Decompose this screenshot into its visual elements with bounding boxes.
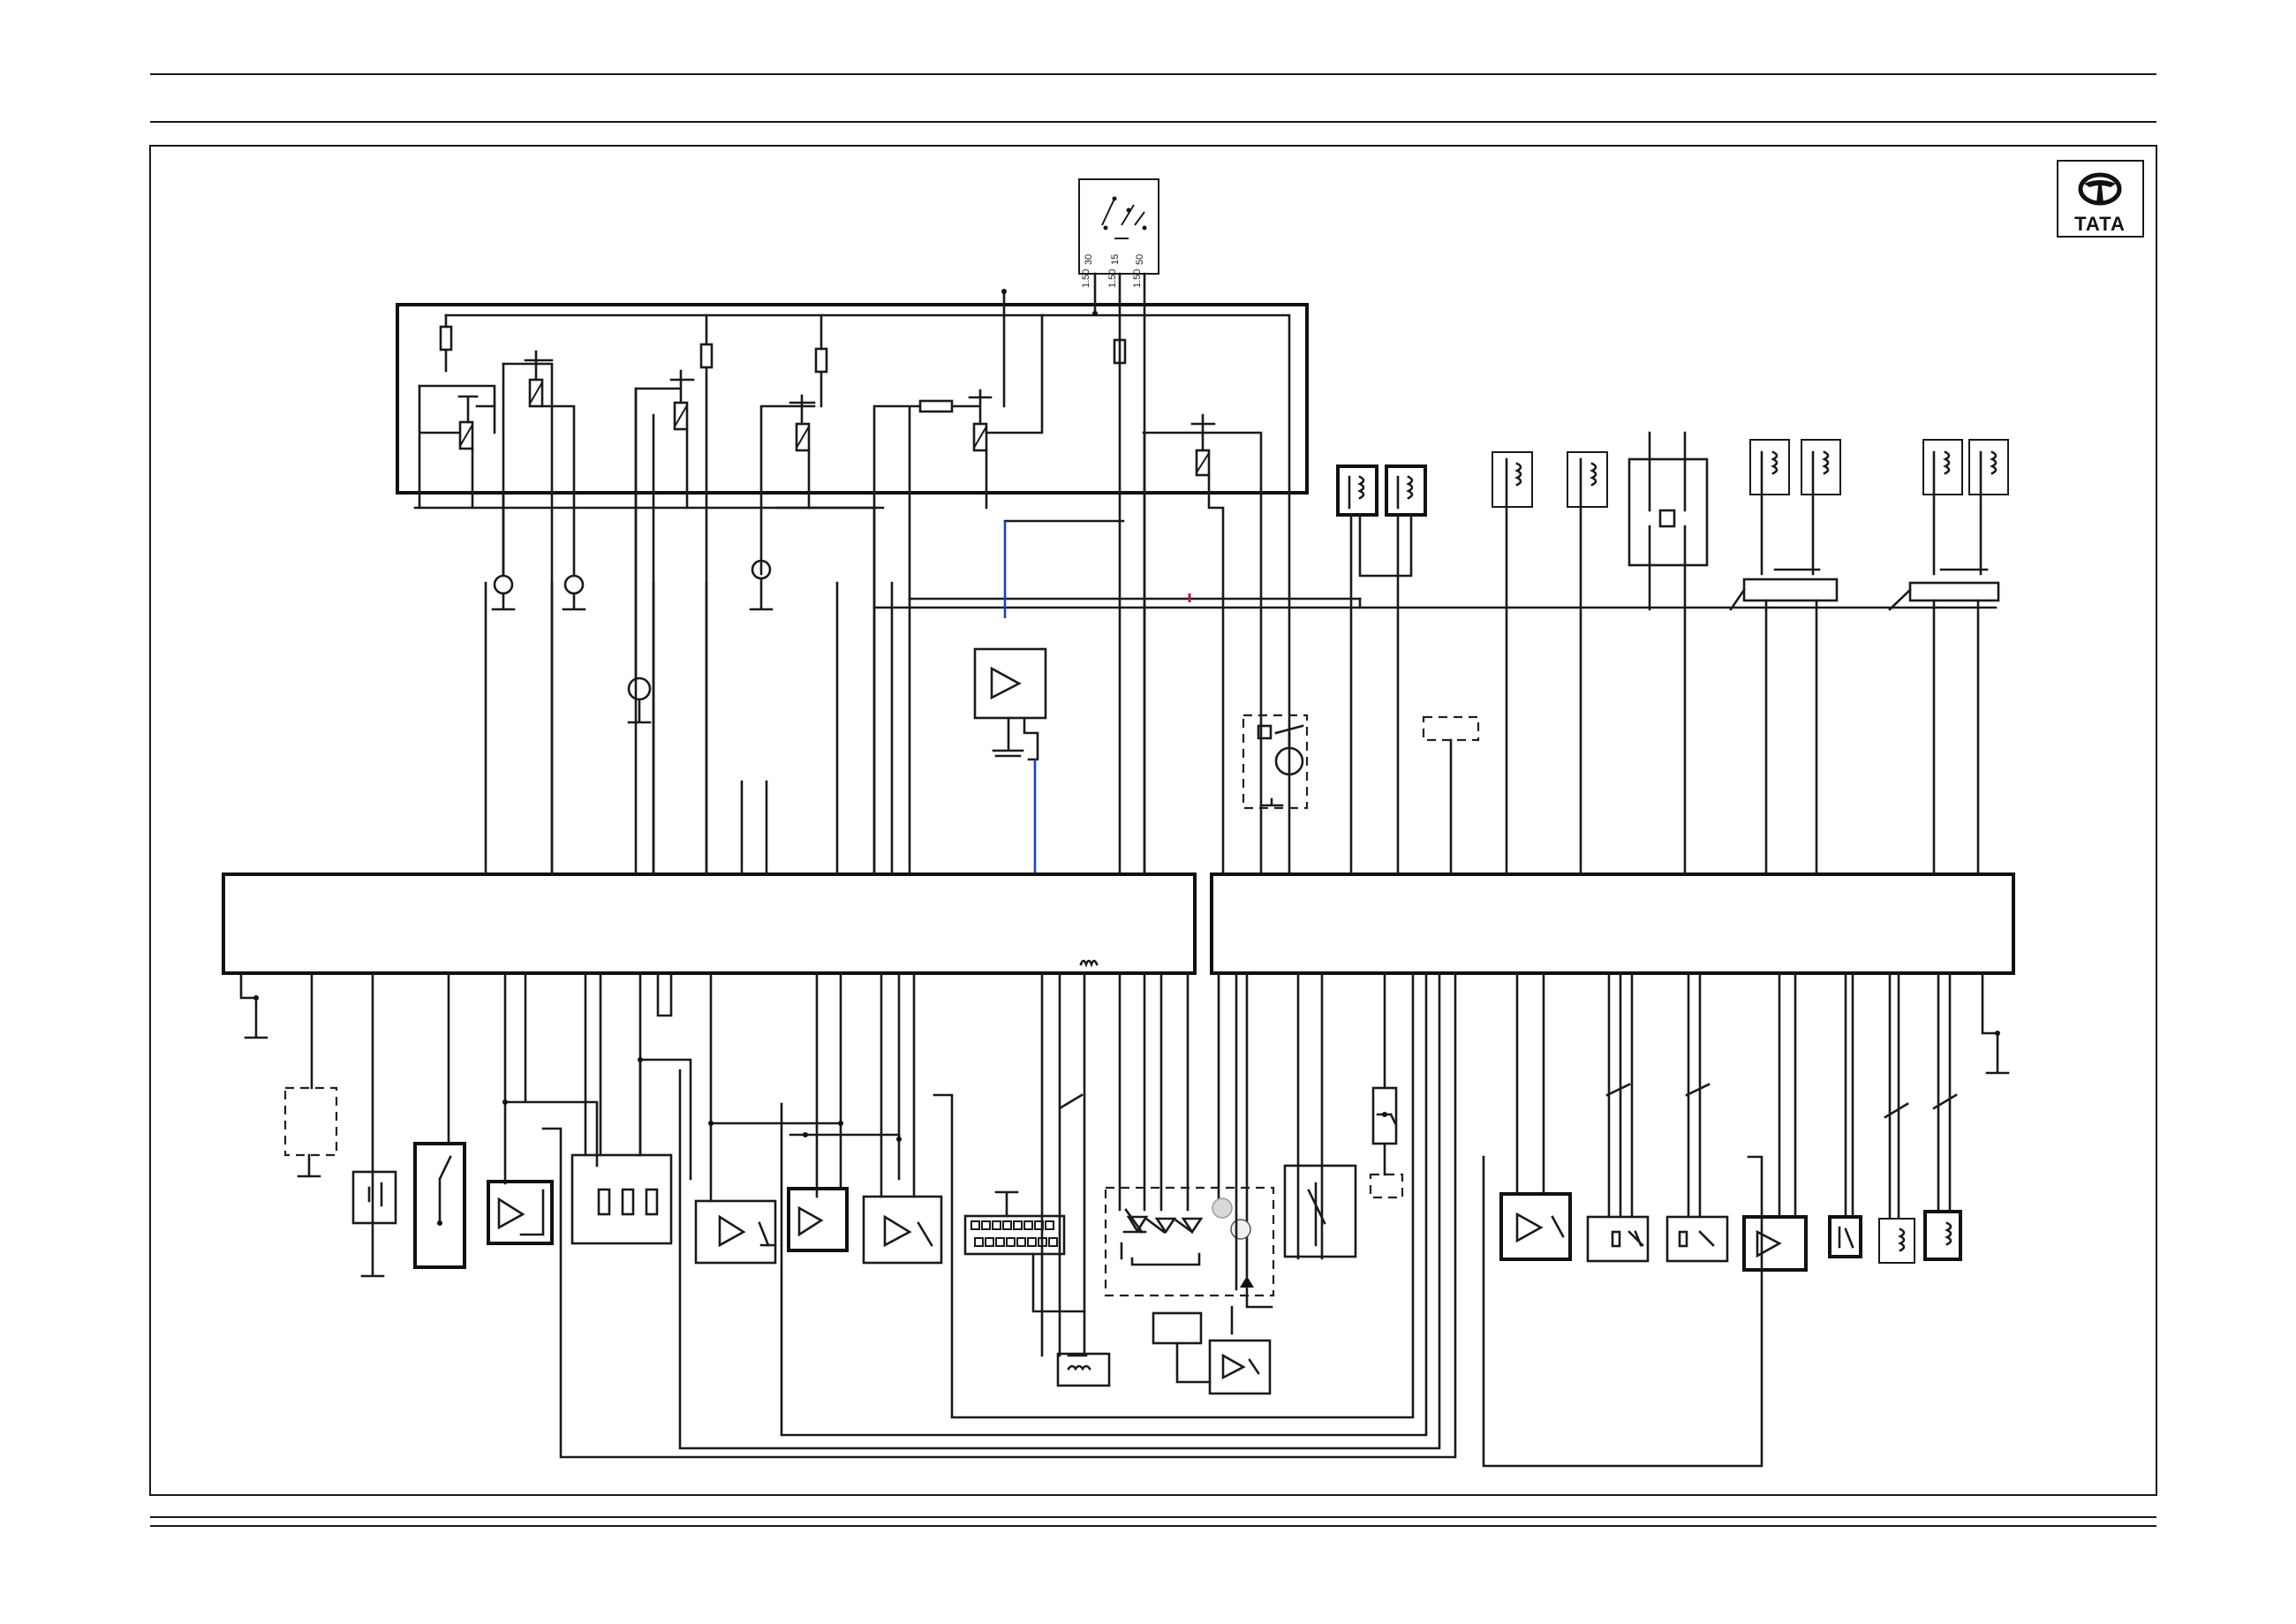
inductive-sensors — [1336, 431, 2009, 876]
left-ecu-outputs — [239, 959, 1457, 1459]
dashed-connector — [1422, 715, 1480, 742]
fuel-pump-motor — [1242, 714, 1309, 810]
gauge-label-30: 1.50 — [1081, 269, 1091, 288]
terminal-label-15: 15 — [1110, 254, 1121, 265]
page-frame — [149, 73, 2157, 1527]
ecu-block-left — [222, 872, 1197, 975]
tata-logo: TATA — [2057, 160, 2144, 238]
logo-text: TATA — [2074, 213, 2126, 235]
relay-fuse-box — [396, 289, 1309, 876]
sensor-amplifier — [973, 519, 1125, 874]
left-ecu-inputs — [484, 506, 894, 876]
terminal-label-50: 50 — [1135, 254, 1145, 265]
gauge-label-50: 1.50 — [1132, 269, 1143, 288]
power-rail — [872, 593, 1998, 609]
gauge-label-15: 1.50 — [1107, 269, 1118, 288]
terminal-label-30: 30 — [1084, 254, 1094, 265]
right-ecu-outputs — [1283, 971, 2010, 1468]
ground-indicators — [491, 387, 774, 724]
ignition-switch: 1.50 30 1.50 15 1.50 50 — [1078, 178, 1159, 876]
ecu-block-right — [1210, 872, 2015, 975]
